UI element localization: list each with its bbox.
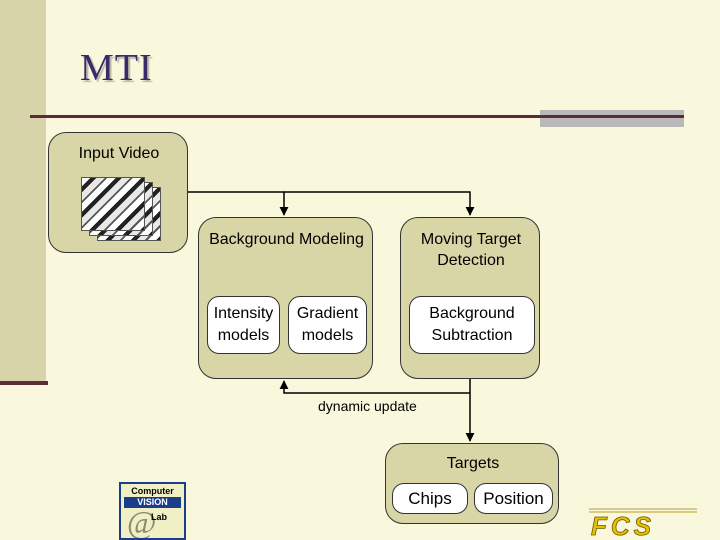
title-rule-bar-line	[540, 115, 684, 118]
background-modeling-title: Background Modeling	[209, 231, 364, 248]
left-decor-bar	[0, 0, 46, 384]
fcs-logo: FCS	[589, 508, 697, 539]
input-video-label: Input Video	[78, 145, 160, 162]
targets-title: Targets	[446, 455, 500, 472]
intensity-models-box: Intensity models	[207, 296, 280, 354]
chips-box: Chips	[392, 483, 468, 514]
video-to-detection-arrow	[284, 191, 475, 216]
gradient-models-box: Gradient models	[288, 296, 367, 354]
video-to-modeling-arrow	[188, 191, 289, 216]
left-decor-bar-edge	[0, 381, 48, 385]
video-frame-image	[81, 177, 145, 231]
logo-text: Computer	[131, 486, 174, 496]
logo-text: VISION	[124, 497, 181, 508]
title-rule	[30, 115, 542, 118]
moving-target-detection-box: Moving Target Detection Background Subtr…	[400, 217, 540, 379]
dynamic-update-arrow	[279, 380, 470, 394]
logo-text: Lab	[151, 512, 168, 522]
targets-box: Targets Chips Position	[385, 443, 559, 524]
title-rule-bar	[540, 110, 684, 127]
slide-title: MTI	[80, 47, 153, 89]
computer-vision-lab-logo: Computer VISION @ Lab	[119, 482, 186, 540]
moving-target-detection-title: Moving Target Detection	[420, 231, 522, 269]
background-modeling-box: Background Modeling Intensity models Gra…	[198, 217, 373, 379]
dynamic-update-label: dynamic update	[318, 398, 417, 414]
fcs-logo-text: FCS	[591, 511, 655, 539]
at-sign-icon: @	[127, 504, 157, 540]
background-subtraction-box: Background Subtraction	[409, 296, 535, 354]
position-box: Position	[474, 483, 553, 514]
input-video-box: Input Video	[48, 132, 188, 253]
